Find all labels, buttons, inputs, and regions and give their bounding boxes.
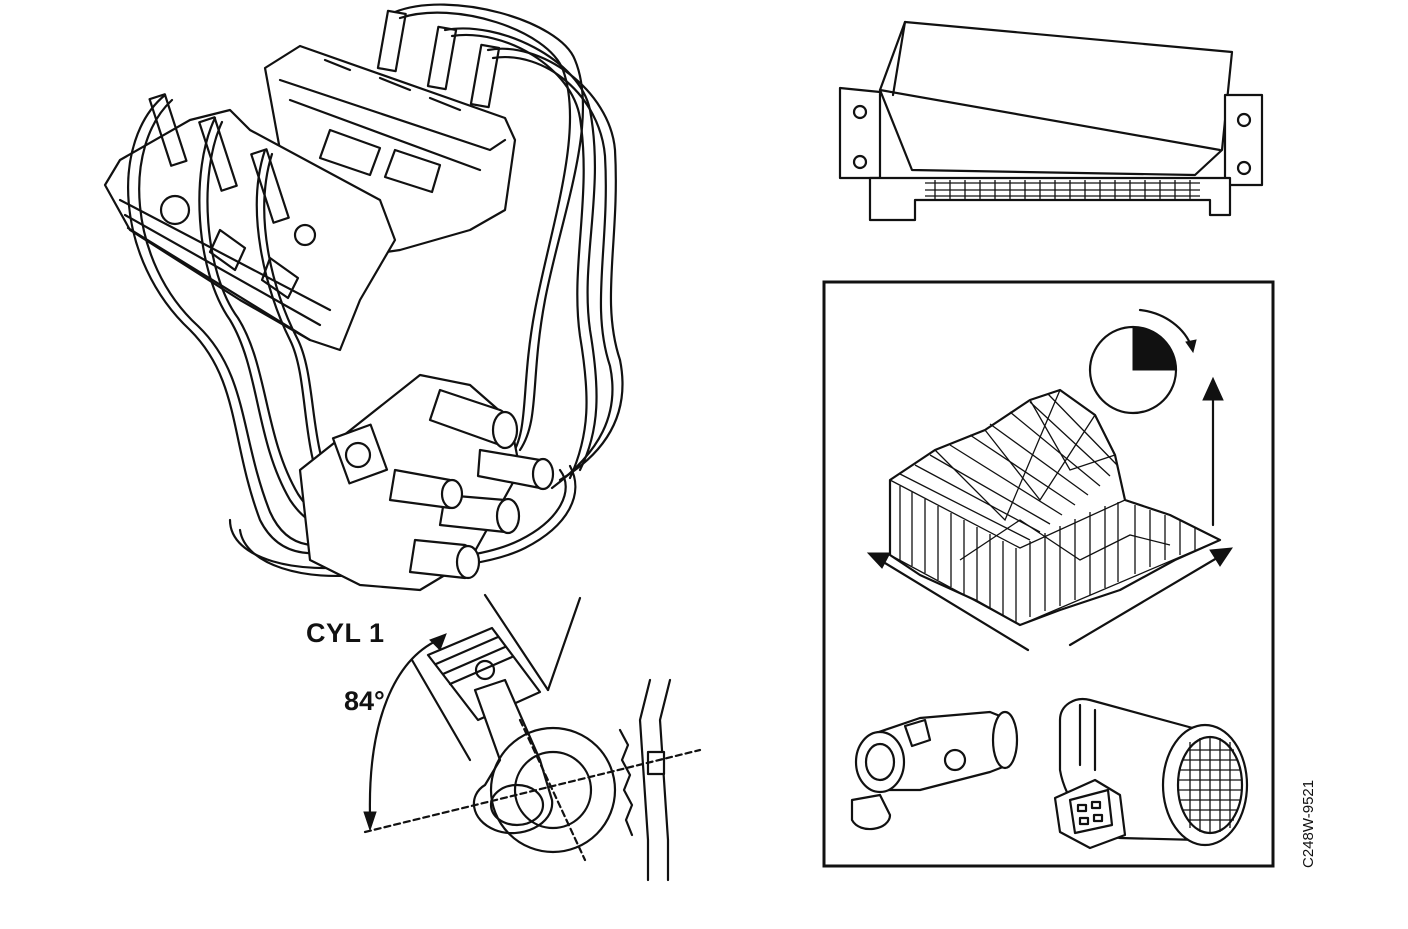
- pie-dial-icon: [1088, 308, 1197, 415]
- crank-sensor-illustration: [850, 710, 1019, 831]
- ignition-map-panel: [822, 280, 1275, 868]
- 3d-map-surface: [888, 388, 1222, 627]
- engine-illustration: [103, 3, 624, 592]
- crank-piston-illustration: [363, 593, 702, 882]
- figure-code: C248W-9521: [1300, 779, 1317, 868]
- angle-label: 84°: [344, 686, 385, 716]
- map-axis-arrows: [866, 376, 1233, 652]
- cylinder-label: CYL 1: [306, 618, 385, 648]
- mass-air-flow-sensor-illustration: [1053, 697, 1249, 850]
- control-module-illustration: [838, 20, 1264, 222]
